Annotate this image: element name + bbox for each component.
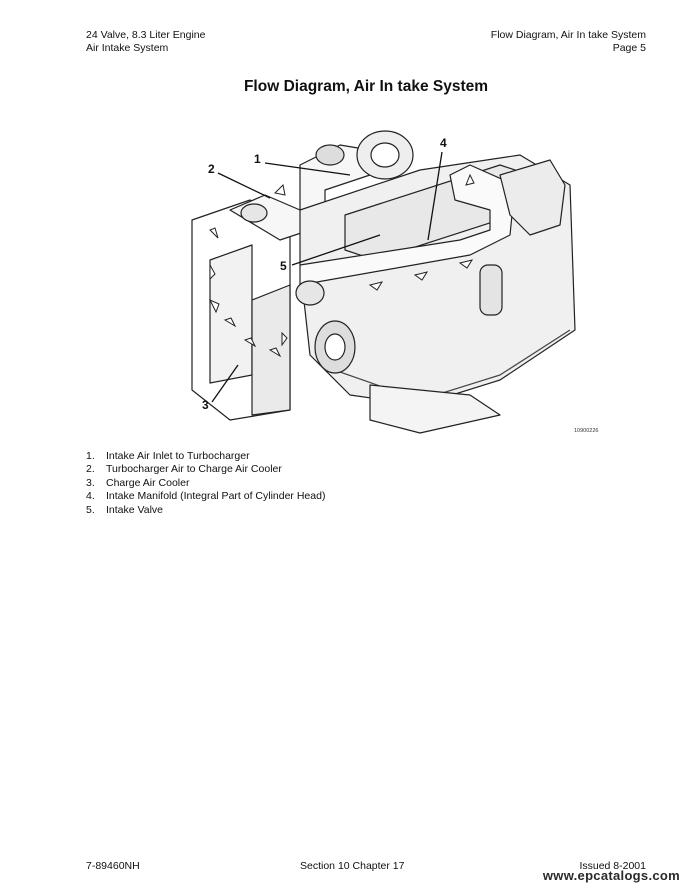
legend-item: 1. Intake Air Inlet to Turbocharger bbox=[86, 450, 325, 463]
figure-id: 10900226 bbox=[574, 428, 599, 434]
legend-item: 5. Intake Valve bbox=[86, 504, 325, 517]
legend-text: Intake Valve bbox=[106, 503, 164, 516]
legend-number: 2. bbox=[86, 463, 95, 476]
legend-list: 1. Intake Air Inlet to Turbocharger 2. Tur… bbox=[86, 450, 325, 517]
engine-air-intake-illustration: 1 2 3 4 5 bbox=[191, 130, 576, 434]
header-page: Page 5 bbox=[612, 42, 646, 54]
legend-number: 1. bbox=[86, 450, 95, 462]
legend-text: Charge Air Cooler bbox=[106, 476, 190, 489]
callout-2: 2 bbox=[208, 162, 215, 176]
page-title: Flow Diagram, Air In take System bbox=[243, 78, 489, 95]
header-section-title: Flow Diagram, Air In take System bbox=[490, 29, 646, 41]
legend-item: 4. Intake Manifold (Integral Part of Cyli… bbox=[86, 490, 325, 503]
callout-1: 1 bbox=[254, 152, 261, 166]
callout-3: 3 bbox=[202, 398, 209, 412]
airflow-arrows bbox=[208, 173, 475, 358]
footer-section: Section 10 Chapter 17 bbox=[300, 860, 405, 872]
header-right: Flow Diagram, Air In take System Page 5 bbox=[491, 29, 646, 55]
callout-4: 4 bbox=[440, 136, 447, 150]
legend-text: Turbocharger Air to Charge Air Cooler bbox=[106, 463, 282, 476]
footer-doc-number: 7-89460NH bbox=[86, 860, 140, 872]
header-system: Air Intake System bbox=[86, 42, 169, 54]
header-left: 24 Valve, 8.3 Liter Engine Air Intake Sy… bbox=[86, 29, 205, 55]
legend-text: Intake Manifold (Integral Part of Cylind… bbox=[106, 490, 326, 503]
legend-text: Intake Air Inlet to Turbocharger bbox=[106, 450, 250, 462]
legend-item: 2. Turbocharger Air to Charge Air Cooler bbox=[86, 463, 325, 476]
legend-number: 5. bbox=[86, 503, 95, 516]
footer-issued: Issued 8-2001 bbox=[579, 860, 646, 872]
watermark: www.epcatalogs.com bbox=[542, 868, 680, 883]
header-engine: 24 Valve, 8.3 Liter Engine bbox=[86, 29, 206, 41]
legend-number: 4. bbox=[86, 490, 95, 503]
legend-item: 3. Charge Air Cooler bbox=[86, 477, 325, 490]
intake-manifold-pipe bbox=[299, 164, 516, 286]
legend-number: 3. bbox=[86, 476, 95, 489]
callout-5: 5 bbox=[280, 259, 287, 273]
